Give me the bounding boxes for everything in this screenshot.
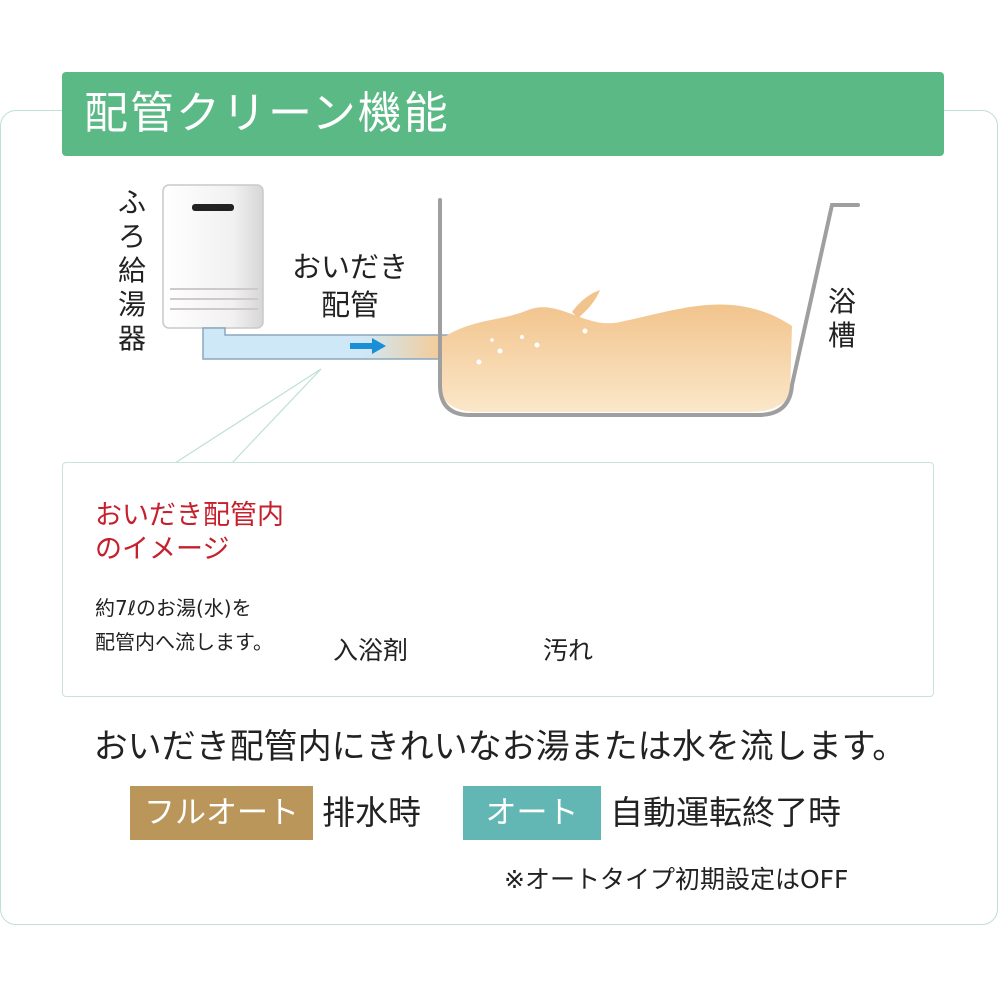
- title-bar: 配管クリーン機能: [62, 72, 944, 156]
- auto-timing: 自動運転終了時: [610, 793, 841, 832]
- inset-description: 約7ℓのお湯(水)を 配管内へ流します。: [95, 591, 273, 659]
- footnote: ※オートタイプ初期設定はOFF: [504, 865, 849, 894]
- full-auto-timing: 排水時: [322, 793, 421, 832]
- tub-label: 浴槽: [827, 285, 856, 352]
- bathtub-icon: [438, 198, 860, 417]
- auto-badge: オート: [463, 786, 601, 840]
- inset-desc-line1: 約7ℓのお湯(水)を: [95, 596, 252, 620]
- main-caption: おいだき配管内にきれいなお湯または水を流します。: [93, 727, 907, 767]
- page-title: 配管クリーン機能: [84, 88, 450, 139]
- inset-heading-line2: のイメージ: [95, 534, 230, 565]
- pipe-label-line1: おいだき: [291, 250, 408, 284]
- pipe-label-line2: 配管: [320, 288, 379, 322]
- pipe-label: おいだき 配管: [285, 248, 415, 324]
- inset-heading: おいだき配管内 のイメージ: [95, 499, 284, 567]
- inset-desc-line2: 配管内へ流します。: [95, 630, 273, 654]
- dirt-label: 汚れ: [543, 636, 594, 665]
- full-auto-badge: フルオート: [130, 786, 313, 840]
- bath-additive-label: 入浴剤: [333, 636, 409, 665]
- flow-arrow-icon: [350, 338, 386, 354]
- water-heater-icon: [162, 184, 264, 329]
- pipe-interior-inset: おいだき配管内 のイメージ 約7ℓのお湯(水)を 配管内へ流します。 入浴剤 汚…: [62, 462, 934, 697]
- inset-heading-line1: おいだき配管内: [95, 500, 284, 531]
- heater-label: ふろ給湯器: [117, 186, 146, 355]
- reheat-pipe: [202, 327, 473, 360]
